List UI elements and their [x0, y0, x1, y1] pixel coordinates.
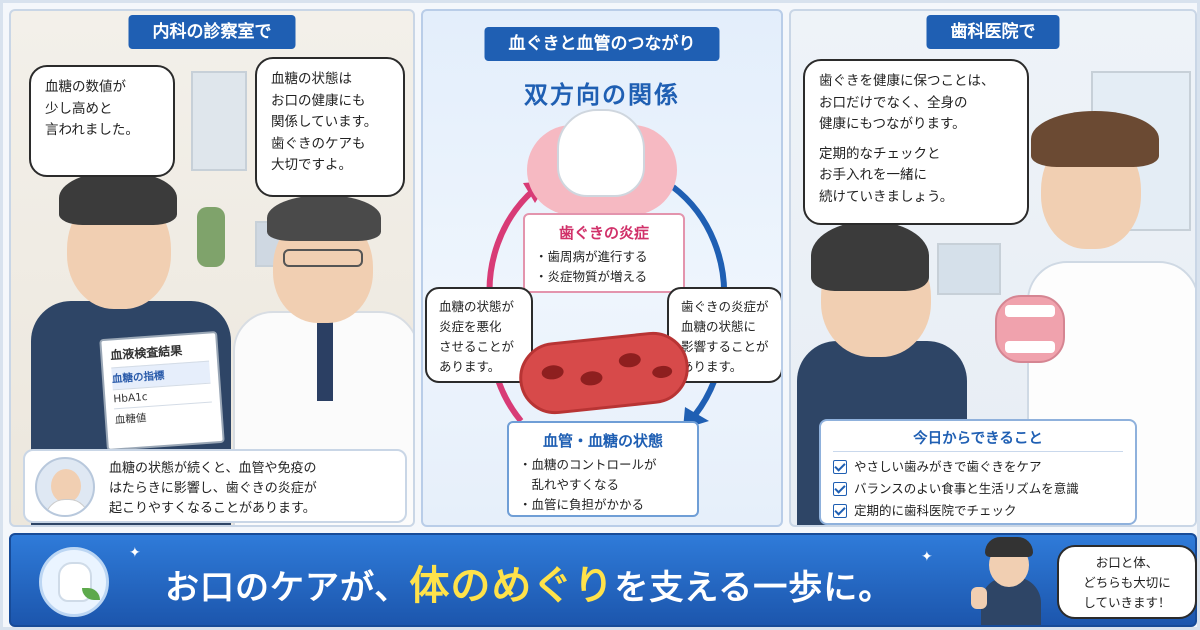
note-line: 血糖の状態が — [439, 299, 515, 314]
todo-item: バランスのよい食事と生活リズムを意識 — [833, 478, 1123, 500]
bubble-line: していきます！ — [1083, 595, 1171, 610]
note-line: 歯ぐきの炎症が — [681, 299, 769, 314]
dental-clinic-panel: 歯科医院で 歯ぐきを健康に保つことは、 お口だけでなく、全身の 健康にもつながり… — [789, 9, 1197, 527]
vessel-box-item: ・血管に負担がかかる — [519, 497, 645, 512]
bubble-line: お口の健康にも — [271, 92, 366, 109]
patient-speech-bubble: 血糖の数値が 少し高めと 言われました。 — [29, 65, 175, 177]
bubble-line: お口だけでなく、全身の — [819, 94, 968, 111]
doctor-hair — [267, 195, 381, 241]
slogan-part: を支える一歩に。 — [614, 568, 894, 608]
connection-panel: 血ぐきと血管のつながり 双方向の関係 歯ぐきの炎症 ・歯周病が進行する ・炎症物… — [421, 9, 783, 527]
checkbox-icon — [833, 503, 847, 518]
bubble-line: 血糖の状態は — [271, 71, 352, 87]
gum-box-item: ・炎症物質が増える — [535, 269, 648, 284]
bubble-line: 少し高めと — [45, 100, 113, 117]
bubble-line: 言われました。 — [45, 122, 139, 139]
bubble-spacer — [819, 136, 1013, 144]
note-line: あります。 — [681, 359, 743, 374]
note-line: させることが — [439, 339, 515, 354]
bubble-line: 大切ですよ。 — [271, 157, 352, 174]
hygienist-hair — [1031, 111, 1159, 167]
bubble-line: どちらも大切に — [1083, 575, 1171, 590]
bubble-line: 続けていきましょう。 — [819, 188, 954, 205]
patient-hair — [59, 171, 177, 225]
checkbox-icon — [833, 459, 847, 474]
panel-title-connection: 血ぐきと血管のつながり — [484, 27, 720, 61]
dental-monitor — [937, 243, 1001, 295]
glasses-icon — [283, 249, 363, 267]
blood-test-report: 血液検査結果 血糖の指標 HbA1c 血糖値 — [99, 331, 225, 451]
left-caption-box: 血糖の状態が続くと、血管や免疫の はたらきに影響し、歯ぐきの炎症が 起こりやすく… — [23, 449, 407, 523]
doctor-tie — [317, 321, 333, 401]
vessel-box-title: 血管・血糖の状態 — [542, 432, 663, 450]
doctor-thumbs-up-figure — [971, 537, 1045, 625]
gum-box-item: ・歯周病が進行する — [535, 249, 648, 264]
bubble-line: 健康にもつながります。 — [819, 116, 966, 133]
dental-patient-hair — [811, 221, 929, 291]
note-line: 炎症を悪化 — [439, 319, 502, 334]
doctor-avatar — [35, 457, 95, 517]
bubble-line: お口と体、 — [1095, 555, 1159, 570]
todo-item-label: 定期的に歯科医院でチェック — [854, 502, 1017, 518]
banner-slogan: お口のケアが、体のめぐりを支える一歩に。 — [165, 553, 893, 611]
caption-line: 起こりやすくなることがあります。 — [109, 501, 316, 517]
hygienist-speech-bubble: 歯ぐきを健康に保つことは、 お口だけでなく、全身の 健康にもつながります。 定期… — [803, 59, 1029, 225]
panel-title-dental-clinic: 歯科医院で — [926, 15, 1060, 49]
todo-item: 定期的に歯科医院でチェック — [833, 500, 1123, 522]
bubble-line: 関係しています。 — [271, 114, 378, 131]
todo-item: やさしい歯みがきで歯ぐきをケア — [833, 456, 1123, 478]
panel-title-internal-medicine: 内科の診察室で — [128, 15, 296, 49]
today-actions-box: 今日からできること やさしい歯みがきで歯ぐきをケア バランスのよい食事と生活リズ… — [819, 419, 1137, 525]
bidirectional-subtitle: 双方向の関係 — [524, 81, 680, 109]
note-line: 影響することが — [681, 339, 769, 354]
slogan-part: お口のケアが、 — [165, 568, 410, 608]
left-note-bubble: 血糖の状態が 炎症を悪化 させることが あります。 — [425, 287, 533, 383]
caption-line: はたらきに影響し、歯ぐきの炎症が — [109, 481, 317, 497]
bubble-line: 歯ぐきを健康に保つことは、 — [819, 73, 995, 89]
sparkle-icon: ✦ — [921, 549, 933, 565]
checkbox-icon — [833, 481, 847, 496]
note-line: 血糖の状態に — [681, 319, 757, 334]
bubble-line: お手入れを一緒に — [819, 167, 927, 184]
wall-poster — [191, 71, 247, 171]
internal-medicine-panel: 内科の診察室で 血糖の数値が 少し高めと 言われました。 血糖の状態は お口の健… — [9, 9, 415, 527]
vessel-box-item: ・血糖のコントロールが — [519, 457, 657, 472]
bubble-line: 歯ぐきのケアも — [271, 135, 366, 152]
plant-decoration — [197, 207, 225, 267]
gum-box-title: 歯ぐきの炎症 — [558, 224, 649, 242]
doctor-speech-bubble: 血糖の状態は お口の健康にも 関係しています。 歯ぐきのケアも 大切ですよ。 — [255, 57, 405, 197]
bubble-line: 血糖の数値が — [45, 79, 126, 95]
todo-item-label: バランスのよい食事と生活リズムを意識 — [854, 480, 1079, 496]
vessel-box-item: 乱れやすくなる — [519, 477, 620, 492]
report-title: 血液検査結果 — [109, 343, 183, 363]
note-line: あります。 — [439, 359, 501, 374]
bubble-line: 定期的なチェックと — [819, 145, 941, 162]
bottom-banner: ✦ ✦ お口のケアが、体のめぐりを支える一歩に。 お口と体、 どちらも大切に し… — [9, 533, 1197, 627]
todo-item-label: やさしい歯みがきで歯ぐきをケア — [854, 459, 1042, 474]
banner-speech-bubble: お口と体、 どちらも大切に していきます！ — [1057, 545, 1197, 619]
sparkle-icon: ✦ — [129, 545, 141, 561]
tooth-icon — [557, 109, 645, 197]
caption-line: 血糖の状態が続くと、血管や免疫の — [109, 461, 317, 476]
tooth-leaf-icon — [39, 547, 109, 617]
gum-inflammation-box: 歯ぐきの炎症 ・歯周病が進行する ・炎症物質が増える — [523, 213, 685, 293]
slogan-highlight: 体のめぐり — [409, 563, 615, 609]
todo-title: 今日からできること — [833, 427, 1123, 452]
vessel-blood-sugar-box: 血管・血糖の状態 ・血糖のコントロールが 乱れやすくなる ・血管に負担がかかる — [507, 421, 699, 517]
teeth-model-icon — [995, 295, 1065, 363]
